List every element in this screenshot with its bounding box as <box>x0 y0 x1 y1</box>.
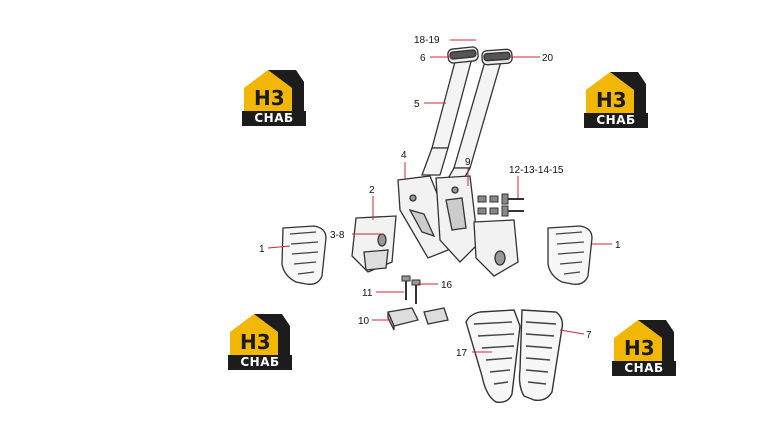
bolts-11-16 <box>401 275 421 304</box>
callout-16: 16 <box>441 280 453 291</box>
callout-1-right: 1 <box>615 240 621 251</box>
callout-18-19: 18-19 <box>414 35 440 46</box>
logo-number: 3 <box>640 336 655 360</box>
house-icon <box>614 320 674 362</box>
logo-letter: H <box>254 86 271 110</box>
callout-6: 6 <box>420 53 426 64</box>
logo-letter: H <box>624 336 641 360</box>
callout-17: 17 <box>456 348 468 359</box>
house-icon <box>244 70 304 112</box>
logo-text: СНАБ <box>228 355 292 370</box>
logo-text: СНАБ <box>584 113 648 128</box>
bracket-9 <box>435 175 479 263</box>
logo-text: СНАБ <box>612 361 676 376</box>
watermark-logo: H3 СНАБ <box>228 312 292 370</box>
block-10 <box>387 307 449 331</box>
callout-12-15: 12-13-14-15 <box>509 165 564 176</box>
watermark-logo: H3 СНАБ <box>584 70 648 128</box>
leader-lines <box>267 39 612 353</box>
callout-5: 5 <box>414 99 420 110</box>
logo-number: 3 <box>256 330 271 354</box>
logo-letter: H <box>240 330 257 354</box>
logo-text: СНАБ <box>242 111 306 126</box>
callout-3-8: 3-8 <box>330 230 345 241</box>
house-icon <box>586 72 646 114</box>
logo-letter: H <box>596 88 613 112</box>
callout-4: 4 <box>401 150 407 161</box>
small-pad-left <box>281 225 327 285</box>
callout-1-left: 1 <box>259 244 265 255</box>
logo-number: 3 <box>270 86 285 110</box>
callout-7: 7 <box>586 330 592 341</box>
callout-10: 10 <box>358 316 370 327</box>
callout-11: 11 <box>362 288 373 299</box>
callout-2: 2 <box>369 185 375 196</box>
large-pedal <box>465 309 564 404</box>
callout-9: 9 <box>465 157 471 168</box>
bolts-12-15 <box>477 193 524 217</box>
pedal-arm-assembly <box>421 57 503 183</box>
watermark-logo: H3 СНАБ <box>242 68 306 126</box>
house-icon <box>230 314 290 356</box>
watermark-logo: H3 СНАБ <box>612 318 676 376</box>
logo-number: 3 <box>612 88 627 112</box>
top-pads <box>447 46 513 66</box>
bracket-2 <box>351 215 397 273</box>
callout-20: 20 <box>542 53 554 64</box>
right-lower-bracket <box>473 219 519 277</box>
small-pad-right <box>547 225 593 285</box>
